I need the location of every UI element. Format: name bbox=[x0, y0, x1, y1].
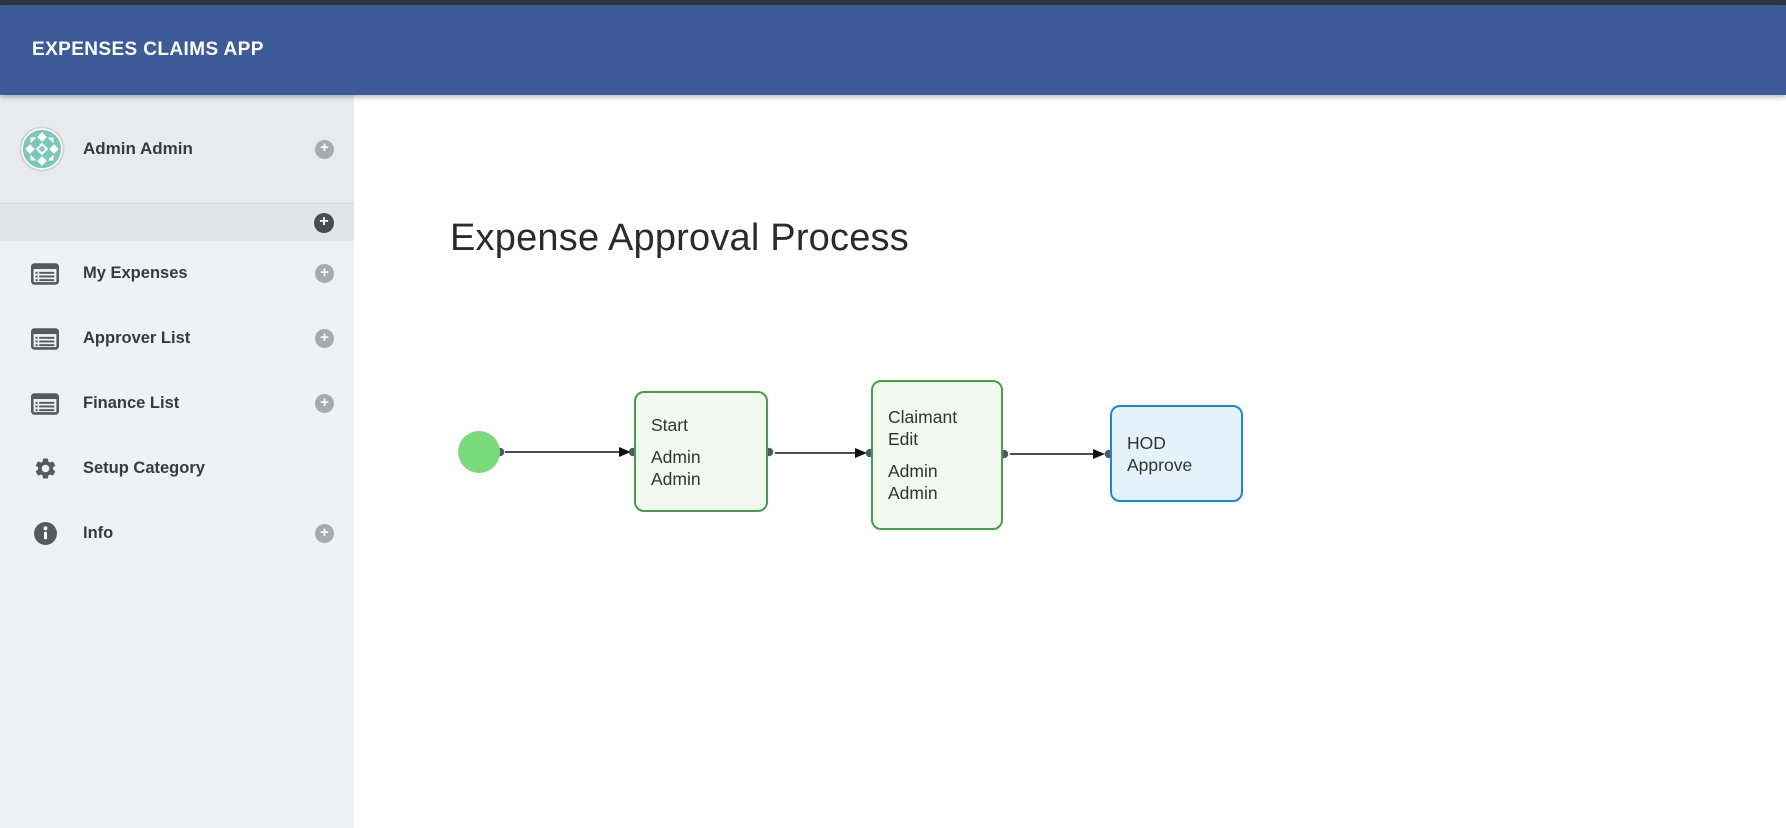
flow-node-start[interactable]: Start Admin Admin bbox=[634, 391, 768, 512]
sidebar: Admin Admin + + bbox=[0, 95, 354, 828]
app-header: EXPENSES CLAIMS APP bbox=[0, 5, 1786, 95]
list-icon bbox=[30, 392, 60, 415]
main-content: Expense Approval Process bbox=[354, 95, 1786, 828]
node-title: HOD Approve bbox=[1127, 432, 1193, 475]
list-icon bbox=[30, 327, 60, 350]
browser-top-strip bbox=[0, 0, 1786, 5]
flow-node-start-point[interactable] bbox=[458, 431, 500, 473]
workflow-diagram: Start Admin Admin Claimant Edit Admin Ad… bbox=[354, 95, 1786, 828]
node-assignee: Admin Admin bbox=[888, 461, 938, 503]
flow-edges bbox=[495, 447, 1114, 459]
gear-icon bbox=[30, 456, 60, 481]
info-icon bbox=[30, 521, 60, 546]
page-title: Expense Approval Process bbox=[450, 217, 909, 259]
flow-node-claimant-edit[interactable]: Claimant Edit Admin Admin bbox=[871, 380, 1003, 530]
panel-add-button[interactable]: + bbox=[314, 212, 334, 233]
sidebar-item-label: Finance List bbox=[83, 394, 180, 412]
panel-add-row: + bbox=[0, 203, 354, 241]
node-title: Start bbox=[651, 414, 688, 435]
user-profile[interactable]: Admin Admin + bbox=[0, 95, 354, 203]
sidebar-item-label: My Expenses bbox=[83, 264, 188, 282]
sidebar-item-setup-category[interactable]: Setup Category bbox=[0, 436, 354, 501]
add-button[interactable]: + bbox=[315, 264, 334, 283]
avatar bbox=[19, 126, 65, 172]
sidebar-item-info[interactable]: Info + bbox=[0, 501, 354, 566]
node-assignee: Admin Admin bbox=[651, 446, 701, 489]
sidebar-item-label: Approver List bbox=[83, 329, 191, 347]
sidebar-item-my-expenses[interactable]: My Expenses + bbox=[0, 241, 354, 306]
sidebar-item-label: Setup Category bbox=[83, 459, 205, 477]
sidebar-item-finance-list[interactable]: Finance List + bbox=[0, 371, 354, 436]
flow-node-hod-approve[interactable]: HOD Approve bbox=[1110, 405, 1243, 502]
add-button[interactable]: + bbox=[315, 329, 334, 348]
sidebar-item-approver-list[interactable]: Approver List + bbox=[0, 306, 354, 371]
user-add-button[interactable]: + bbox=[315, 139, 334, 159]
sidebar-item-label: Info bbox=[83, 524, 114, 542]
node-title: Claimant Edit bbox=[888, 407, 958, 449]
list-icon bbox=[30, 262, 60, 285]
add-button[interactable]: + bbox=[315, 524, 334, 543]
app-title: EXPENSES CLAIMS APP bbox=[32, 39, 264, 60]
sidebar-menu: My Expenses + Approver bbox=[0, 241, 354, 566]
user-name: Admin Admin bbox=[83, 139, 193, 158]
add-button[interactable]: + bbox=[315, 394, 334, 413]
